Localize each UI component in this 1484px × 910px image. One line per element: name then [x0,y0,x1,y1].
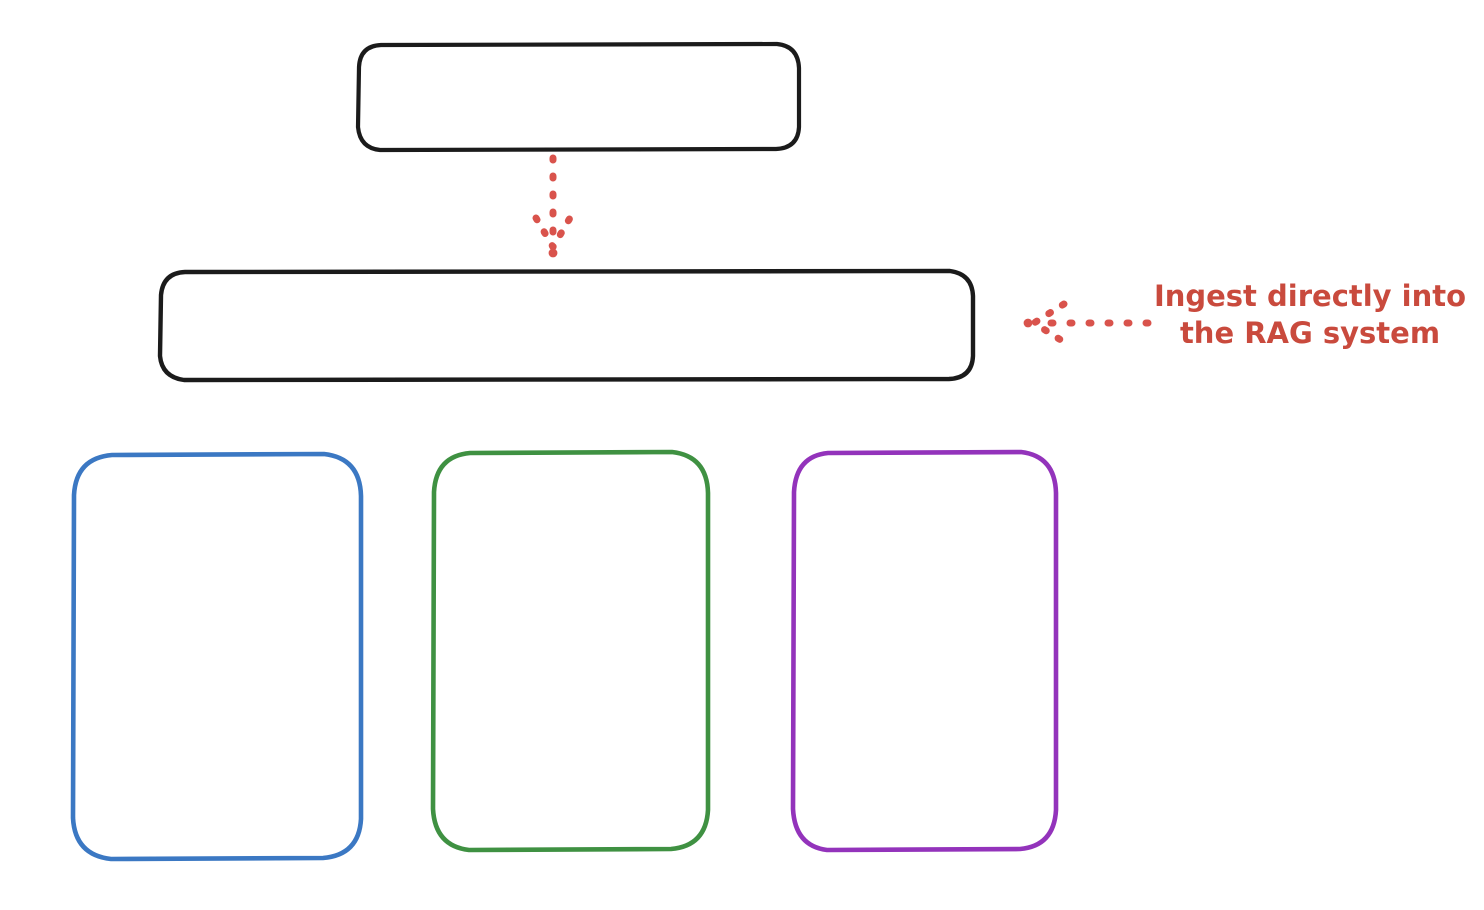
relational-io-primary-label: RelationalIO (insert_sql, query_sql) [848,569,1001,665]
annotation-ingest: Ingest directly into the RAG system [1153,279,1467,351]
node-rag-tool[interactable]: RAG Tool [157,268,977,383]
node-key-value-io[interactable]: KeyValueIO (set_key, delete_key, get) Ke… [428,448,713,854]
agent-label: AGENT [520,81,636,113]
node-relational-io[interactable]: RelationalIO (insert_sql, query_sql) SQL… [788,448,1061,854]
key-value-io-primary-label: KeyValueIO (set_key, delete_key, get) [469,569,672,665]
connector-agent-to-rag-tool [532,154,574,258]
node-vector-io[interactable]: VectorIO (insert_chunks, delete_chunks, … [68,450,366,863]
vector-io-primary-label: VectorIO (insert_chunks, delete_chunks, … [121,557,313,688]
relational-io-secondary-label: SQLTable [869,703,980,733]
node-agent[interactable]: AGENT [355,41,802,153]
key-value-io-secondary-label: KeyValueIndex [479,703,662,733]
connector-ingest-arrow [1023,300,1152,346]
vector-io-secondary-label: VectorIndex [142,725,292,755]
rag-tool-label: RAG Tool [508,309,626,341]
